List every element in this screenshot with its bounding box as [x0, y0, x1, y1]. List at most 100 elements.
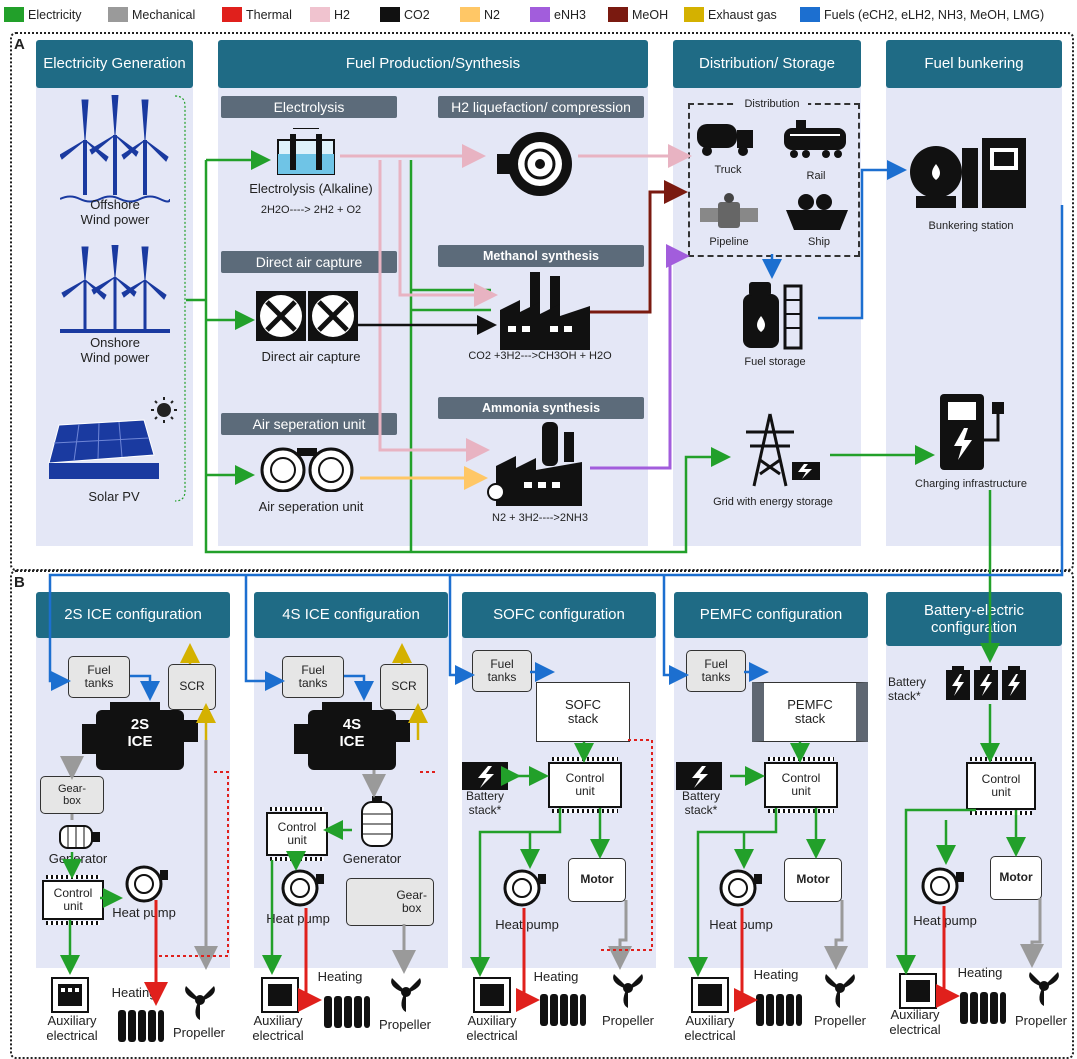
- radiator-2s-icon: [118, 1010, 164, 1042]
- subheader-methanol-synthesis: Methanol synthesis: [438, 245, 644, 267]
- heating-be-label: Heating: [957, 965, 1003, 980]
- engine-2s-label: 2S ICE: [127, 716, 153, 751]
- aux-electrical-sofc-label: Auxiliary electrical: [466, 1013, 518, 1043]
- fuel-tanks-2s: Fuel tanks: [68, 656, 130, 698]
- truck-icon: [697, 124, 753, 156]
- generator-2s-icon: [59, 825, 100, 849]
- ammonia-plant-icon: [487, 422, 582, 506]
- heating-pemfc-label: Heating: [753, 967, 799, 982]
- heat-pump-sofc-icon: [503, 869, 546, 907]
- offshore-wind-icon: [60, 95, 170, 203]
- battery-sofc-icon: [462, 762, 508, 790]
- generator-4s-icon: [361, 796, 393, 847]
- methanol-equation: CO2 +3H2--->CH3OH + H2O: [468, 350, 612, 362]
- legend-swatch: [608, 7, 628, 22]
- propeller-4s-label: Propeller: [378, 1017, 432, 1032]
- heat-pump-be-icon: [921, 867, 964, 905]
- heat-pump-4s-label: Heat pump: [266, 911, 330, 926]
- air-separation-icon: [260, 447, 354, 492]
- battery-pemfc-label: Battery stack*: [681, 789, 720, 817]
- aux-electrical-pemfc-icon: [691, 977, 729, 1013]
- control-unit-2s: Control unit: [42, 875, 104, 925]
- radiator-be-icon: [960, 992, 1006, 1024]
- header-pemfc: PEMFC configuration: [674, 592, 868, 638]
- battery-stack-be-icon: [946, 666, 1026, 700]
- aux-electrical-be-icon: [899, 973, 937, 1009]
- propeller-4s-icon: [391, 978, 421, 1012]
- legend-item-meoh: MeOH: [608, 7, 668, 22]
- aux-electrical-4s-icon: [261, 977, 299, 1013]
- direct-air-capture-icon: [256, 291, 358, 341]
- truck-label: Truck: [714, 164, 742, 176]
- propeller-be-label: Propeller: [1014, 1013, 1068, 1028]
- propeller-2s-icon: [185, 986, 215, 1020]
- propeller-pemfc-icon: [825, 974, 855, 1008]
- heat-pump-be-label: Heat pump: [913, 913, 977, 928]
- legend-item-enh3: eNH3: [530, 7, 586, 22]
- electrolysis-label: Electrolysis (Alkaline): [249, 181, 373, 196]
- engine-4s-label: 4S ICE: [339, 716, 365, 751]
- heat-pump-2s-icon: [125, 865, 168, 903]
- propeller-pemfc-label: Propeller: [813, 1013, 867, 1028]
- subheader-direct-air-capture: Direct air capture: [221, 251, 397, 273]
- subheader-h2-liquefaction: H2 liquefaction/ compression: [438, 96, 644, 118]
- engine-2s-icon: [82, 702, 198, 770]
- aux-electrical-4s-label: Auxiliary electrical: [252, 1013, 304, 1043]
- bunkering-station-label: Bunkering station: [928, 220, 1014, 232]
- battery-pemfc-icon: [676, 762, 722, 790]
- heating-sofc-label: Heating: [533, 969, 579, 984]
- dac-label: Direct air capture: [261, 349, 361, 364]
- charging-infrastructure-label: Charging infrastructure: [915, 478, 1027, 490]
- power-grid-icon: [746, 413, 820, 487]
- onshore-wind-label: Onshore Wind power: [80, 335, 150, 365]
- header-sofc: SOFC configuration: [462, 592, 656, 638]
- pipeline-label: Pipeline: [709, 236, 749, 248]
- rail-icon: [784, 120, 846, 158]
- grid-label: Grid with energy storage: [713, 496, 833, 508]
- fuel-storage-icon: [743, 282, 803, 350]
- legend-item-mechanical: Mechanical: [108, 7, 195, 22]
- fuel-tanks-4s: Fuel tanks: [282, 656, 344, 698]
- generator-2s-label: Generator: [48, 851, 108, 866]
- heat-pump-pemfc-icon: [719, 869, 762, 907]
- header-2s-ice: 2S ICE configuration: [36, 592, 230, 638]
- radiator-4s-icon: [324, 996, 370, 1028]
- battery-be-label: Battery stack*: [888, 675, 927, 703]
- aux-electrical-2s-icon: [51, 977, 89, 1013]
- aux-electrical-2s-label: Auxiliary electrical: [46, 1013, 98, 1043]
- header-electricity-generation: Electricity Generation: [36, 40, 193, 88]
- legend-swatch: [310, 7, 330, 22]
- heat-pump-sofc-label: Heat pump: [495, 917, 559, 932]
- engine-4s-icon: [294, 702, 410, 770]
- heat-pump-2s-label: Heat pump: [112, 905, 176, 920]
- control-unit-pemfc: Control unit: [764, 757, 838, 813]
- methanol-plant-icon: [500, 272, 590, 350]
- radiator-sofc-icon: [540, 994, 586, 1026]
- header-fuel-production: Fuel Production/Synthesis: [218, 40, 648, 88]
- propeller-sofc-icon: [613, 974, 643, 1008]
- subheader-air-separation: Air seperation unit: [221, 413, 397, 435]
- control-unit-be: Control unit: [966, 757, 1036, 815]
- fuel-tanks-pemfc: Fuel tanks: [686, 650, 746, 692]
- aux-electrical-sofc-icon: [473, 977, 511, 1013]
- legend-swatch: [108, 7, 128, 22]
- legend-swatch: [4, 7, 24, 22]
- gearbox-2s: Gear- box: [40, 776, 104, 814]
- solar-pv-icon: [48, 397, 177, 479]
- electrolyzer-icon: [277, 128, 335, 175]
- legend-swatch: [380, 7, 400, 22]
- propeller-sofc-label: Propeller: [601, 1013, 655, 1028]
- legend-item-electricity: Electricity: [4, 7, 81, 22]
- distribution-title: Distribution: [736, 98, 808, 110]
- aux-electrical-pemfc-label: Auxiliary electrical: [684, 1013, 736, 1043]
- battery-sofc-label: Battery stack*: [465, 789, 504, 817]
- control-unit-sofc: Control unit: [548, 757, 622, 813]
- fuel-storage-label: Fuel storage: [744, 356, 806, 368]
- radiator-pemfc-icon: [756, 994, 802, 1026]
- legend-item-co2: CO2: [380, 7, 430, 22]
- bunkering-station-icon: [910, 138, 1026, 208]
- ship-icon: [786, 194, 848, 230]
- subheader-electrolysis: Electrolysis: [221, 96, 397, 118]
- ship-label: Ship: [807, 236, 831, 248]
- onshore-wind-icon: [60, 245, 170, 333]
